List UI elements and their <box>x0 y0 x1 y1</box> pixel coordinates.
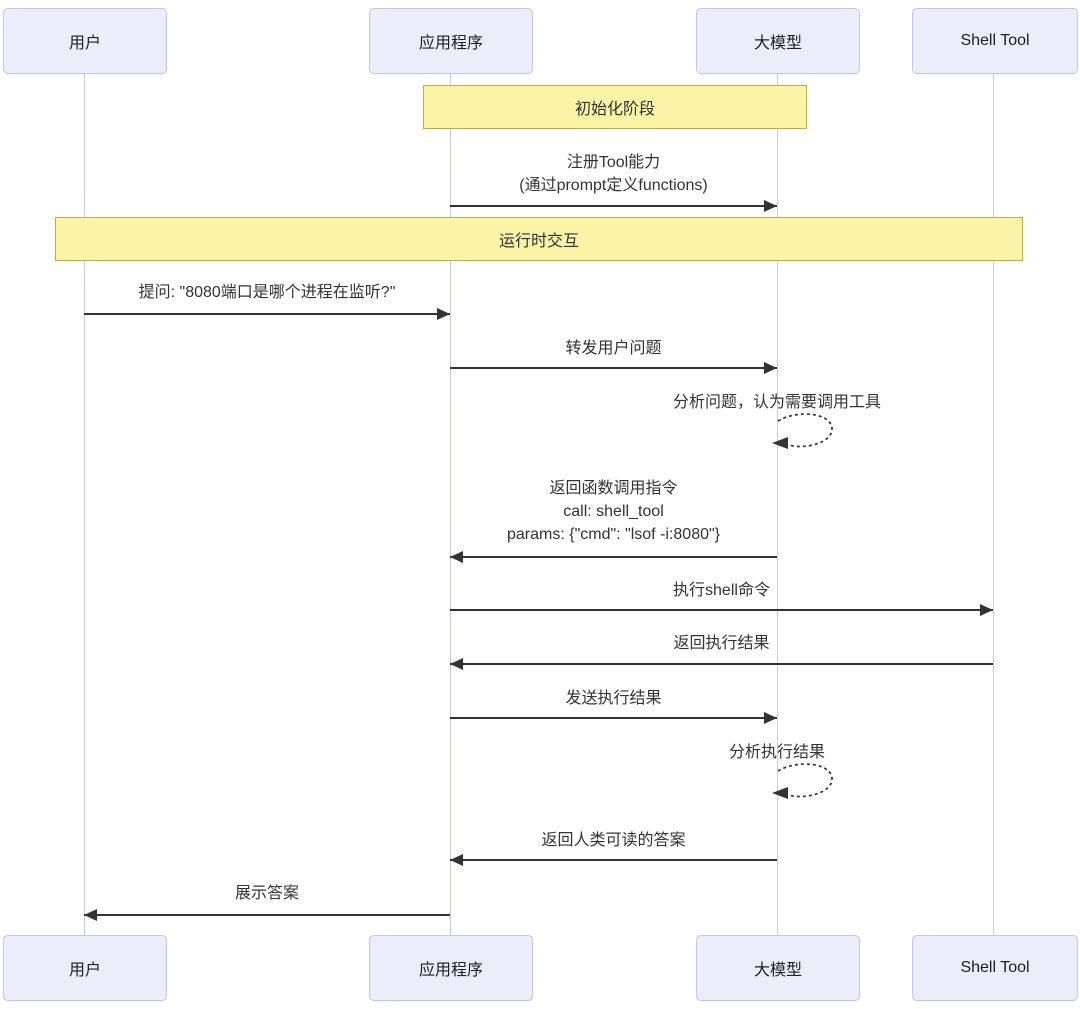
arrow-return-exec-result <box>450 658 993 670</box>
message-analyze-result: 分析执行结果 <box>657 741 897 764</box>
arrow-register-tool <box>450 200 777 212</box>
participant-label: 大模型 <box>753 962 802 979</box>
lifeline-app <box>450 72 451 936</box>
participant-bottom-shell-tool: Shell Tool <box>912 935 1078 1001</box>
participant-label: Shell Tool <box>960 32 1030 49</box>
message-text: 分析问题，认为需要调用工具 <box>672 394 881 411</box>
participant-top-user: 用户 <box>3 8 167 74</box>
participant-label: 应用程序 <box>418 962 483 979</box>
message-text: 转发用户问题 <box>565 340 662 357</box>
arrow-send-exec-result <box>450 712 777 724</box>
participant-bottom-app: 应用程序 <box>369 935 533 1001</box>
arrow-forward-question <box>450 362 777 374</box>
message-forward-question: 转发用户问题 <box>450 337 777 360</box>
message-register-tool: 注册Tool能力 (通过prompt定义functions) <box>450 151 777 197</box>
message-ask: 提问: "8080端口是哪个进程在监听?" <box>84 281 450 304</box>
participant-label: 用户 <box>68 962 101 979</box>
arrow-show-answer <box>84 909 450 921</box>
message-return-exec-result: 返回执行结果 <box>450 632 993 655</box>
lifeline-llm <box>777 72 778 936</box>
message-show-answer: 展示答案 <box>84 882 450 905</box>
message-text: 返回人类可读的答案 <box>541 832 686 849</box>
section-label: 初始化阶段 <box>574 101 655 118</box>
arrow-ask <box>84 308 450 320</box>
arrow-exec-shell <box>450 604 993 616</box>
participant-label: Shell Tool <box>960 959 1030 976</box>
self-loop-analyze-result <box>772 763 833 799</box>
message-text: 分析执行结果 <box>728 744 825 761</box>
arrow-return-function-call <box>450 551 777 563</box>
participant-bottom-user: 用户 <box>3 935 167 1001</box>
message-analyze-question: 分析问题，认为需要调用工具 <box>657 391 897 414</box>
message-text: 注册Tool能力 <box>566 154 661 171</box>
message-text: params: {"cmd": "lsof -i:8080"} <box>506 526 721 543</box>
arrow-return-answer <box>450 854 777 866</box>
message-return-answer: 返回人类可读的答案 <box>450 829 777 852</box>
participant-bottom-llm: 大模型 <box>696 935 860 1001</box>
message-text: 返回执行结果 <box>673 635 770 652</box>
message-text: (通过prompt定义functions) <box>519 177 708 194</box>
message-text: call: shell_tool <box>563 503 664 520</box>
message-text: 发送执行结果 <box>565 690 662 707</box>
message-text: 展示答案 <box>234 885 299 902</box>
section-banner-init: 初始化阶段 <box>423 85 807 129</box>
message-exec-shell: 执行shell命令 <box>450 579 993 602</box>
participant-label: 大模型 <box>753 35 802 52</box>
lifeline-shell-tool <box>993 72 994 936</box>
message-text: 提问: "8080端口是哪个进程在监听?" <box>138 284 396 301</box>
section-label: 运行时交互 <box>498 233 579 250</box>
message-text: 返回函数调用指令 <box>549 480 678 497</box>
participant-top-app: 应用程序 <box>369 8 533 74</box>
self-loop-analyze-question <box>772 413 833 449</box>
message-send-exec-result: 发送执行结果 <box>450 687 777 710</box>
section-banner-runtime: 运行时交互 <box>55 217 1023 261</box>
participant-top-shell-tool: Shell Tool <box>912 8 1078 74</box>
participant-label: 应用程序 <box>418 35 483 52</box>
message-return-function-call: 返回函数调用指令 call: shell_tool params: {"cmd"… <box>430 477 797 546</box>
participant-label: 用户 <box>68 35 101 52</box>
lifeline-user <box>84 72 85 936</box>
message-text: 执行shell命令 <box>673 582 770 599</box>
participant-top-llm: 大模型 <box>696 8 860 74</box>
